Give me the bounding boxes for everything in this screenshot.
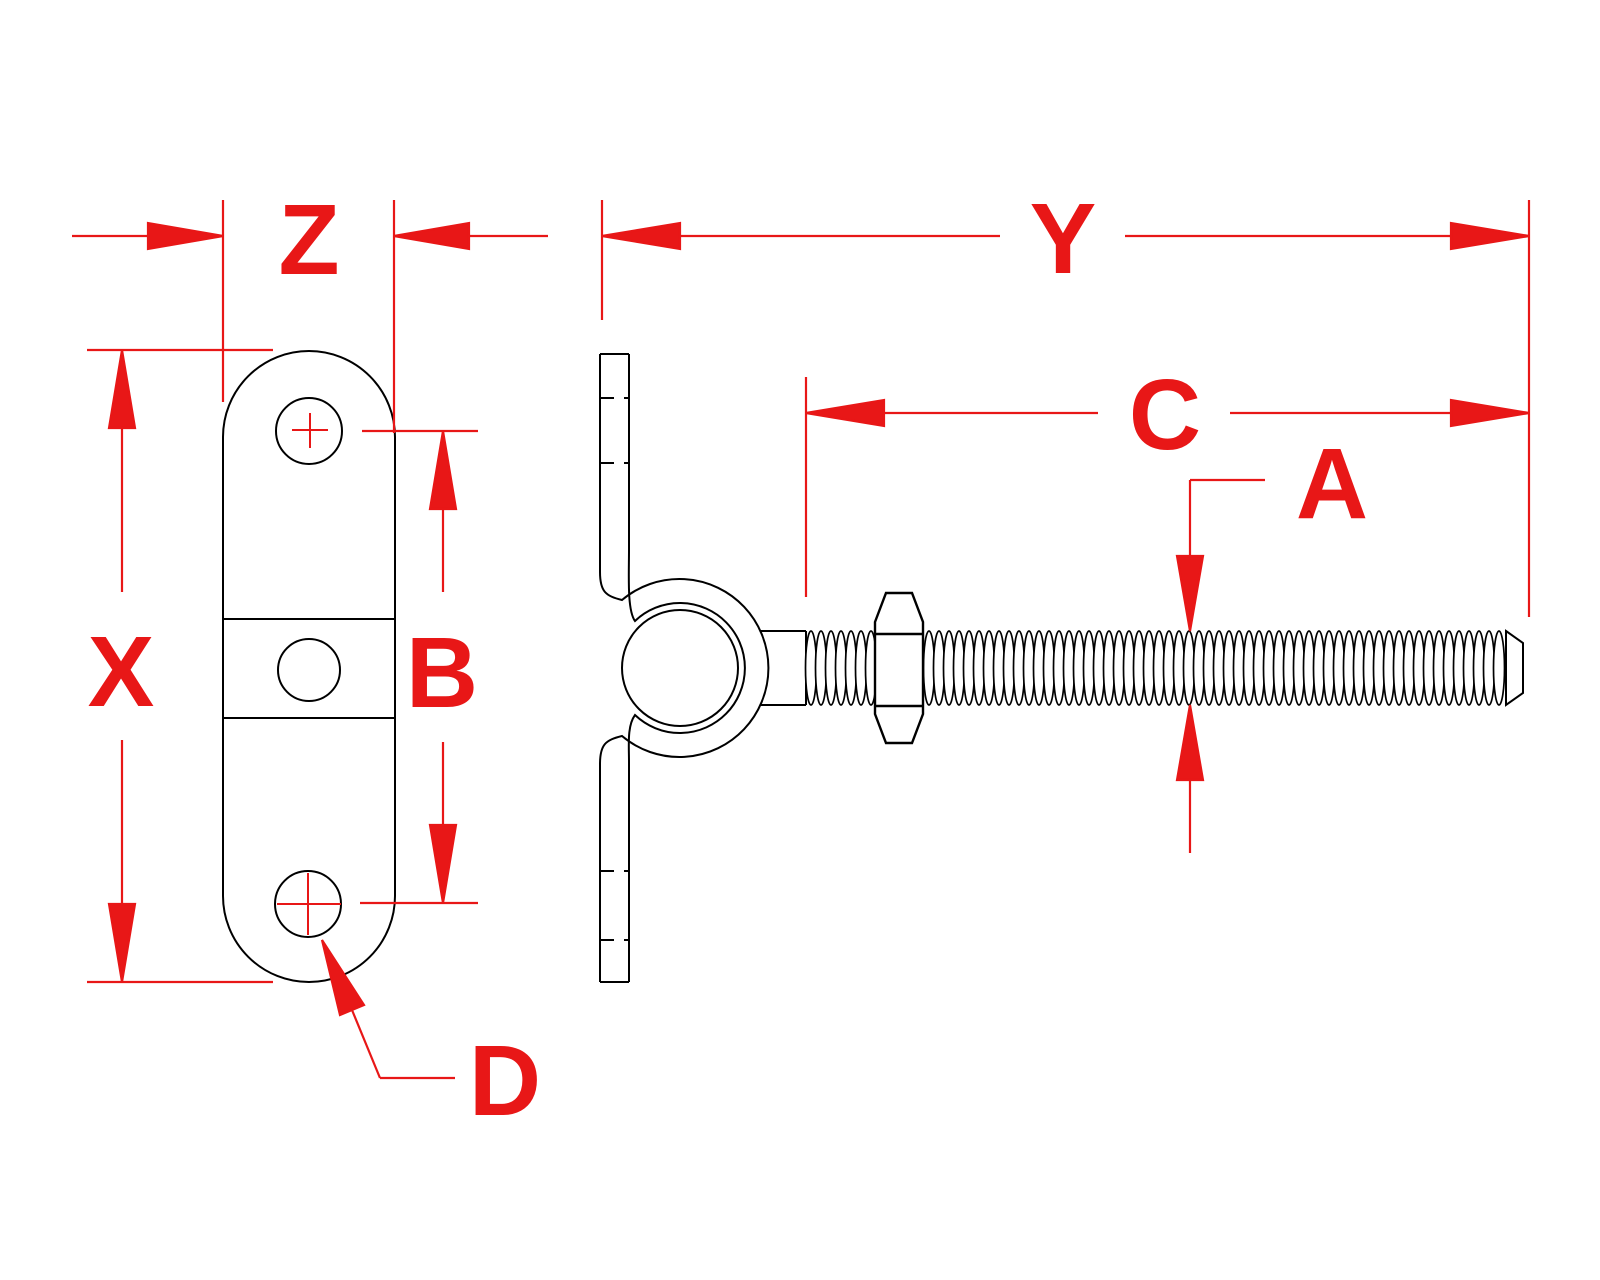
arrowhead <box>1175 704 1205 782</box>
thread-section-left <box>804 630 878 706</box>
thread-ellipse <box>1492 630 1506 706</box>
top-hole <box>275 397 343 465</box>
hidden-hole-lines <box>600 397 629 941</box>
dim-b <box>360 429 478 905</box>
dim-y <box>600 200 1531 617</box>
arrowhead <box>1175 554 1205 632</box>
dim-label-b: B <box>406 617 478 729</box>
dim-label-d: D <box>469 1025 541 1137</box>
dim-label-a: A <box>1296 428 1368 540</box>
dimension-labels: Z Y X B C A D <box>88 183 1368 1137</box>
arrowhead <box>428 430 458 511</box>
front-view <box>222 349 396 984</box>
dim-label-y: Y <box>1030 183 1097 295</box>
wrap-inner-curve <box>627 549 746 763</box>
dim-label-z: Z <box>278 184 339 296</box>
nut-outline <box>873 591 925 745</box>
dim-x <box>87 348 273 984</box>
arrowhead <box>1449 398 1530 428</box>
arrowhead <box>320 939 366 1017</box>
dim-a <box>1175 478 1265 853</box>
thread-section-right <box>922 630 1506 706</box>
rod-end-cap <box>1505 629 1524 707</box>
dim-z <box>72 200 548 433</box>
side-view <box>599 353 807 983</box>
leader-line <box>350 1009 382 1079</box>
arrowhead <box>805 398 886 428</box>
dim-label-c: C <box>1129 359 1201 471</box>
hole-crosshairs <box>277 413 341 935</box>
dim-d <box>320 939 455 1080</box>
plate-outline <box>222 349 396 984</box>
dim-c <box>804 377 1530 597</box>
arrowhead <box>393 221 471 251</box>
arrowhead <box>146 221 224 251</box>
hex-nut <box>873 591 925 745</box>
eye-hole <box>621 609 739 727</box>
wrap-outer-curve <box>599 571 770 765</box>
dimensions <box>72 200 1531 1080</box>
arrowhead <box>107 349 137 430</box>
arrowhead <box>601 221 682 251</box>
arrowhead <box>1449 221 1530 251</box>
dim-label-x: X <box>88 616 155 728</box>
arrowhead <box>428 823 458 904</box>
arrowhead <box>107 902 137 983</box>
middle-hole <box>277 638 341 702</box>
